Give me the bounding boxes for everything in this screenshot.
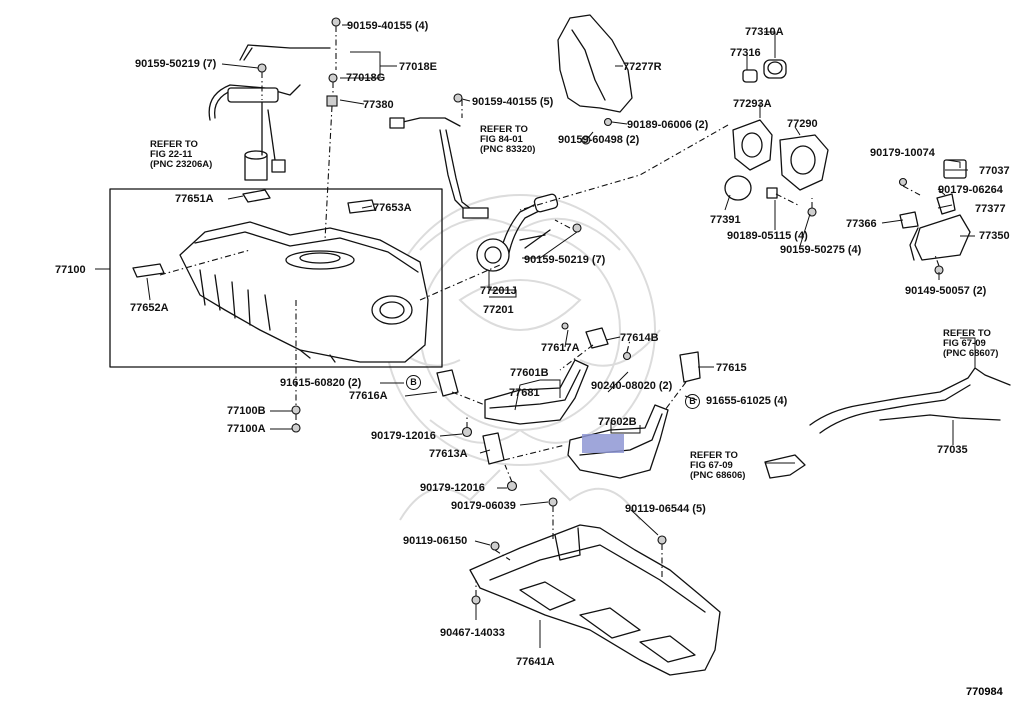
label-90159-40155-4[interactable]: 90159-40155 (4): [347, 20, 429, 32]
refer-line-1: REFER TO: [150, 139, 198, 150]
label-90119-06544-5[interactable]: 90119-06544 (5): [625, 503, 706, 515]
figure-number: 770984: [966, 686, 1003, 698]
label-77613a[interactable]: 77613A: [429, 448, 468, 460]
label-90159-40155-5[interactable]: 90159-40155 (5): [472, 96, 554, 108]
label-90159-50219-7-a[interactable]: 90159-50219 (7): [135, 58, 217, 70]
label-77100b[interactable]: 77100B: [227, 405, 266, 417]
label-90179-06039[interactable]: 90179-06039: [451, 500, 516, 512]
label-77681[interactable]: 77681: [509, 387, 540, 399]
label-77037[interactable]: 77037: [979, 165, 1010, 177]
label-90119-06150[interactable]: 90119-06150: [403, 535, 468, 547]
label-77201j[interactable]: 77201J: [480, 285, 517, 297]
fuel-lid-parts: [899, 159, 971, 261]
refer-line-1: REFER TO: [690, 450, 738, 461]
label-77277r[interactable]: 77277R: [623, 61, 662, 73]
label-77310a[interactable]: 77310A: [745, 26, 784, 38]
label-77100[interactable]: 77100: [55, 264, 86, 276]
cables-77035: [764, 367, 1011, 479]
label-90179-12016-a[interactable]: 90179-12016: [371, 430, 436, 442]
fuel-tank-77100: [179, 221, 429, 363]
label-90149-50057-2[interactable]: 90149-50057 (2): [905, 285, 987, 297]
refer-line-2: FIG 67-09: [943, 338, 986, 349]
label-77018e[interactable]: 77018E: [399, 61, 437, 73]
assembly-lines: [159, 26, 940, 596]
refer-note-fig-84-01[interactable]: REFER TO FIG 84-01 (PNC 83320): [480, 125, 535, 155]
label-90159-50219-7-b[interactable]: 90159-50219 (7): [524, 254, 606, 266]
leader-lines: [95, 24, 976, 648]
refer-line-3: (PNC 23206A): [150, 159, 213, 170]
marker-b-right: B: [685, 394, 700, 409]
label-77316[interactable]: 77316: [730, 47, 761, 59]
label-77350[interactable]: 77350: [979, 230, 1010, 242]
label-77366[interactable]: 77366: [846, 218, 877, 230]
label-77641a[interactable]: 77641A: [516, 656, 555, 668]
refer-note-fig-22-11[interactable]: REFER TO FIG 22-11 (PNC 23206A): [150, 140, 212, 170]
label-77377[interactable]: 77377: [975, 203, 1006, 215]
label-91615-60820-2[interactable]: 91615-60820 (2): [280, 377, 362, 389]
refer-note-fig-67-09-a[interactable]: REFER TO FIG 67-09 (PNC 68607): [943, 329, 998, 359]
label-90179-10074[interactable]: 90179-10074: [870, 147, 935, 159]
highlight-77602b: [582, 434, 624, 453]
refer-note-fig-67-09-b[interactable]: REFER TO FIG 67-09 (PNC 68606): [690, 451, 745, 481]
strainer-77201: [476, 193, 559, 272]
label-90240-08020-2[interactable]: 90240-08020 (2): [591, 380, 673, 392]
label-77201[interactable]: 77201: [483, 304, 514, 316]
label-77615[interactable]: 77615: [716, 362, 747, 374]
watermark-emblem: [379, 194, 661, 521]
label-77293a[interactable]: 77293A: [733, 98, 772, 110]
label-91655-61025-4[interactable]: 91655-61025 (4): [706, 395, 788, 407]
heat-shield-77277r: [557, 14, 633, 113]
filler-inlet-parts: [724, 59, 829, 201]
refer-line-3: (PNC 68607): [943, 348, 999, 359]
label-77018g[interactable]: 77018G: [346, 72, 386, 84]
refer-line-1: REFER TO: [480, 124, 528, 135]
label-77290[interactable]: 77290: [787, 118, 818, 130]
label-77380[interactable]: 77380: [363, 99, 394, 111]
refer-line-2: FIG 22-11: [150, 149, 193, 160]
refer-line-3: (PNC 68606): [690, 470, 746, 481]
label-90159-60498-2[interactable]: 90159-60498 (2): [558, 134, 640, 146]
label-90159-50275-4[interactable]: 90159-50275 (4): [780, 244, 862, 256]
label-77651a[interactable]: 77651A: [175, 193, 214, 205]
marker-b-left: B: [406, 375, 421, 390]
label-77614b[interactable]: 77614B: [620, 332, 659, 344]
tank-protector-77641a: [469, 524, 721, 676]
refer-line-3: (PNC 83320): [480, 144, 536, 155]
label-90179-12016-b[interactable]: 90179-12016: [420, 482, 485, 494]
label-90189-05115-4[interactable]: 90189-05115 (4): [727, 230, 808, 242]
label-90467-14033[interactable]: 90467-14033: [440, 627, 505, 639]
refer-line-2: FIG 67-09: [690, 460, 733, 471]
label-77100a[interactable]: 77100A: [227, 423, 266, 435]
refer-line-1: REFER TO: [943, 328, 991, 339]
label-90189-06006-2[interactable]: 90189-06006 (2): [627, 119, 709, 131]
label-77391[interactable]: 77391: [710, 214, 741, 226]
label-90179-06264[interactable]: 90179-06264: [938, 184, 1003, 196]
label-77035[interactable]: 77035: [937, 444, 968, 456]
label-77602b[interactable]: 77602B: [598, 416, 637, 428]
fuel-pump-assembly: [208, 44, 331, 181]
label-77616a[interactable]: 77616A: [349, 390, 388, 402]
fuel-gauge-sender: [389, 117, 489, 219]
refer-line-2: FIG 84-01: [480, 134, 523, 145]
label-77617a[interactable]: 77617A: [541, 342, 580, 354]
label-77652a[interactable]: 77652A: [130, 302, 169, 314]
label-77653a[interactable]: 77653A: [373, 202, 412, 214]
label-77601b[interactable]: 77601B: [510, 367, 549, 379]
